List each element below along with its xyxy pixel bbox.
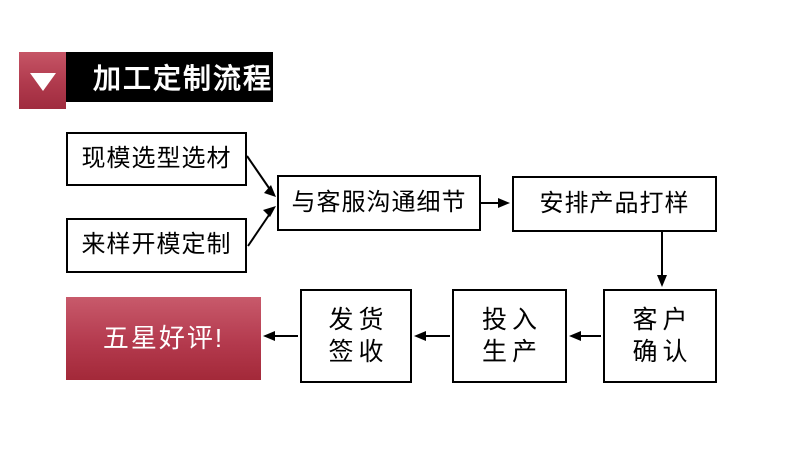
flow-box-start-production: 投入 生产 [452, 289, 567, 383]
flow-box-arrange-sampling: 安排产品打样 [512, 176, 717, 232]
flow-box-select-existing-mold: 现模选型选材 [66, 132, 247, 186]
flow-box-label: 五星好评! [102, 322, 225, 353]
arrow-kehu-to-touru [569, 331, 601, 341]
flow-box-ship-and-sign: 发货 签收 [300, 289, 412, 383]
flow-box-label-line2: 生产 [481, 338, 542, 366]
flow-box-label: 现模选型选材 [81, 144, 232, 172]
triangle-down-icon [29, 72, 56, 91]
flow-box-label: 来样开模定制 [81, 231, 232, 259]
flow-box-label: 安排产品打样 [539, 189, 690, 217]
flow-box-label-line1: 客户 [632, 306, 693, 334]
flow-box-label-line2: 确认 [632, 338, 693, 366]
flow-box-label-line1: 发货 [328, 306, 389, 334]
flow-box-custom-mold-from-sample: 来样开模定制 [66, 218, 247, 273]
flow-box-label-line1: 投入 [481, 306, 542, 334]
arrow-kefu-to-dayang [481, 198, 510, 208]
section-title: 加工定制流程 [93, 63, 274, 94]
flow-box-label: 与客服沟通细节 [291, 188, 467, 216]
arrow-xianmo-to-kefu [246, 155, 276, 197]
arrow-touru-to-fahuo [414, 331, 450, 341]
flow-box-discuss-with-service: 与客服沟通细节 [277, 175, 481, 231]
flow-box-five-star-review: 五星好评! [66, 297, 261, 380]
flow-box-customer-confirm: 客户 确认 [603, 289, 717, 383]
title-accent-square [19, 52, 66, 109]
arrow-fahuo-to-haoping [263, 331, 298, 341]
arrow-laiyang-to-kefu [247, 206, 276, 247]
arrow-dayang-to-kehu [657, 232, 667, 287]
flow-box-label-line2: 签收 [328, 338, 389, 366]
